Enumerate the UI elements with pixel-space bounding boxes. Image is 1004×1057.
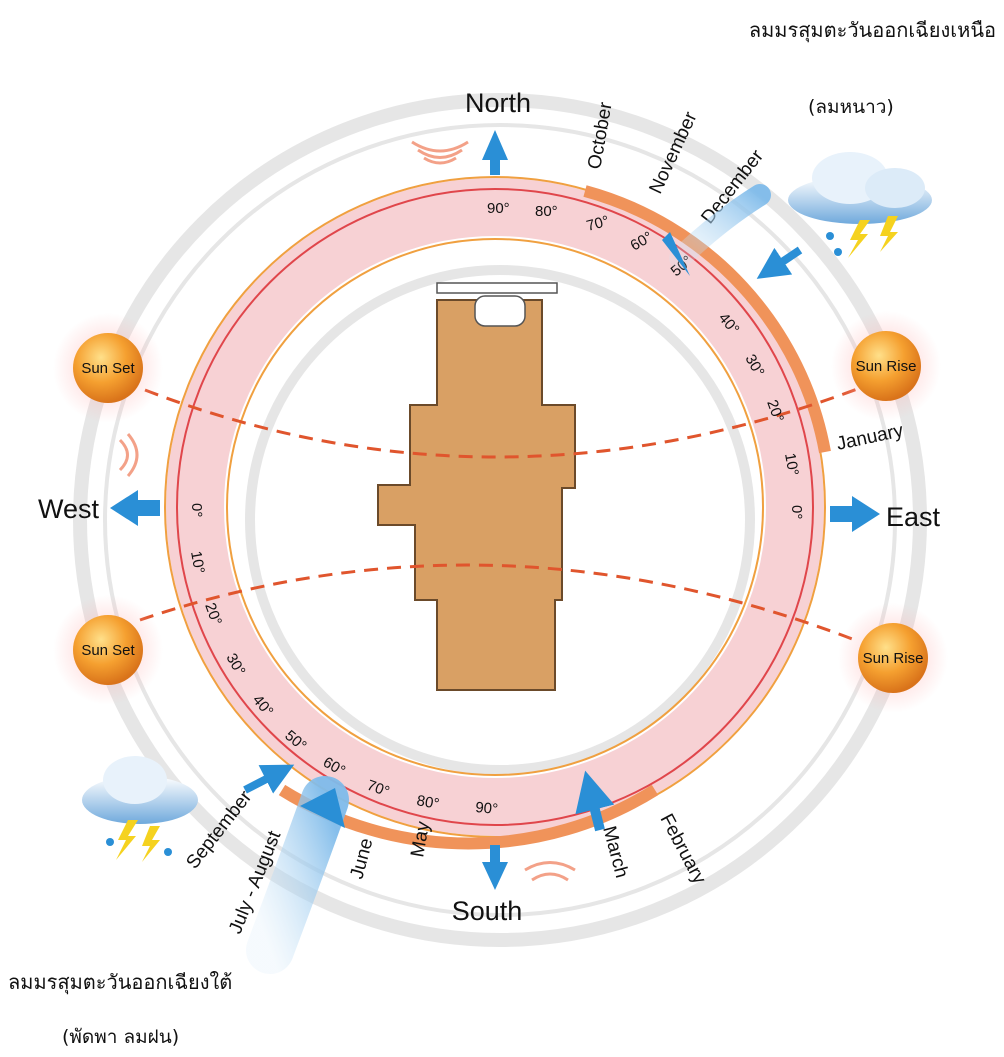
storm-cloud-sw-icon — [82, 756, 198, 862]
angle-bottom-80: 80° — [415, 792, 440, 813]
sunrise-label-bottom: Sun Rise — [863, 650, 924, 667]
carport — [436, 282, 558, 294]
angle-bottom-20: 20° — [201, 601, 225, 628]
storm-cloud-ne-icon — [788, 152, 932, 258]
wave-north-icon — [411, 140, 469, 165]
northern-sun-arc — [583, 185, 831, 454]
wave-west-icon — [118, 433, 139, 477]
south-arrow-icon — [482, 845, 508, 890]
direction-west: West — [38, 494, 100, 524]
wind-arrow-december-icon — [669, 184, 771, 269]
month-january: January — [835, 420, 906, 455]
sun-icon-set-bottom — [73, 615, 143, 685]
angle-bottom-10: 10° — [187, 550, 208, 575]
sunrise-label-top: Sun Rise — [856, 358, 917, 375]
sun-icon-rise-bottom — [858, 623, 928, 693]
north-arrow-icon — [482, 130, 508, 175]
house-plan — [377, 282, 576, 691]
southwest-monsoon-subtitle: (พัดพา ลมฝน) — [62, 1026, 180, 1048]
wind-arrow-ne-icon — [756, 246, 803, 279]
angle-top-90: 90° — [487, 200, 510, 217]
winter-sun-path — [139, 563, 861, 644]
wind-arrow-march-icon — [575, 770, 615, 832]
sun-icons — [53, 311, 948, 713]
wind-arrow-september-icon — [243, 764, 295, 794]
wave-south-icon — [524, 861, 576, 882]
month-june: June — [347, 836, 378, 881]
northeast-monsoon-title: ลมมรสุมตะวันออกเฉียงเหนือ — [748, 18, 996, 42]
angle-top-80: 80° — [535, 203, 558, 220]
direction-north: North — [465, 88, 531, 118]
angle-top-10: 10° — [781, 452, 802, 477]
month-february: February — [656, 810, 710, 887]
watermark — [73, 93, 927, 947]
summer-sun-path — [144, 386, 861, 459]
southwest-monsoon-title: ลมมรสุมตะวันออกเฉียงใต้ — [8, 970, 233, 994]
wind-arrow-june-icon — [246, 776, 349, 974]
angle-labels-top: 90° 80° 70° 60° 50° 40° 30° 20° 10° 0° — [487, 200, 805, 519]
direction-south: South — [452, 896, 523, 926]
angle-bottom-70: 70° — [365, 777, 392, 801]
sunset-label-top: Sun Set — [81, 360, 135, 377]
month-march: March — [598, 824, 632, 880]
sun-icon-rise-top — [851, 331, 921, 401]
direction-east: East — [886, 502, 941, 532]
sunset-label-bottom: Sun Set — [81, 642, 135, 659]
angle-bottom-90: 90° — [475, 799, 499, 818]
east-arrow-icon — [830, 496, 880, 532]
northeast-monsoon-subtitle: (ลมหนาว) — [808, 96, 894, 118]
angle-top-20: 20° — [763, 398, 787, 425]
angle-top-0: 0° — [788, 505, 805, 519]
compass-arrows — [110, 130, 880, 890]
sun-paths — [139, 386, 861, 644]
car-icon — [474, 295, 526, 327]
angle-bottom-0: 0° — [188, 503, 205, 517]
sun-icon-set-top — [73, 333, 143, 403]
west-arrow-icon — [110, 490, 160, 526]
wind-arrows — [243, 184, 803, 974]
wave-icons — [118, 140, 576, 882]
angle-top-70: 70° — [585, 213, 611, 235]
